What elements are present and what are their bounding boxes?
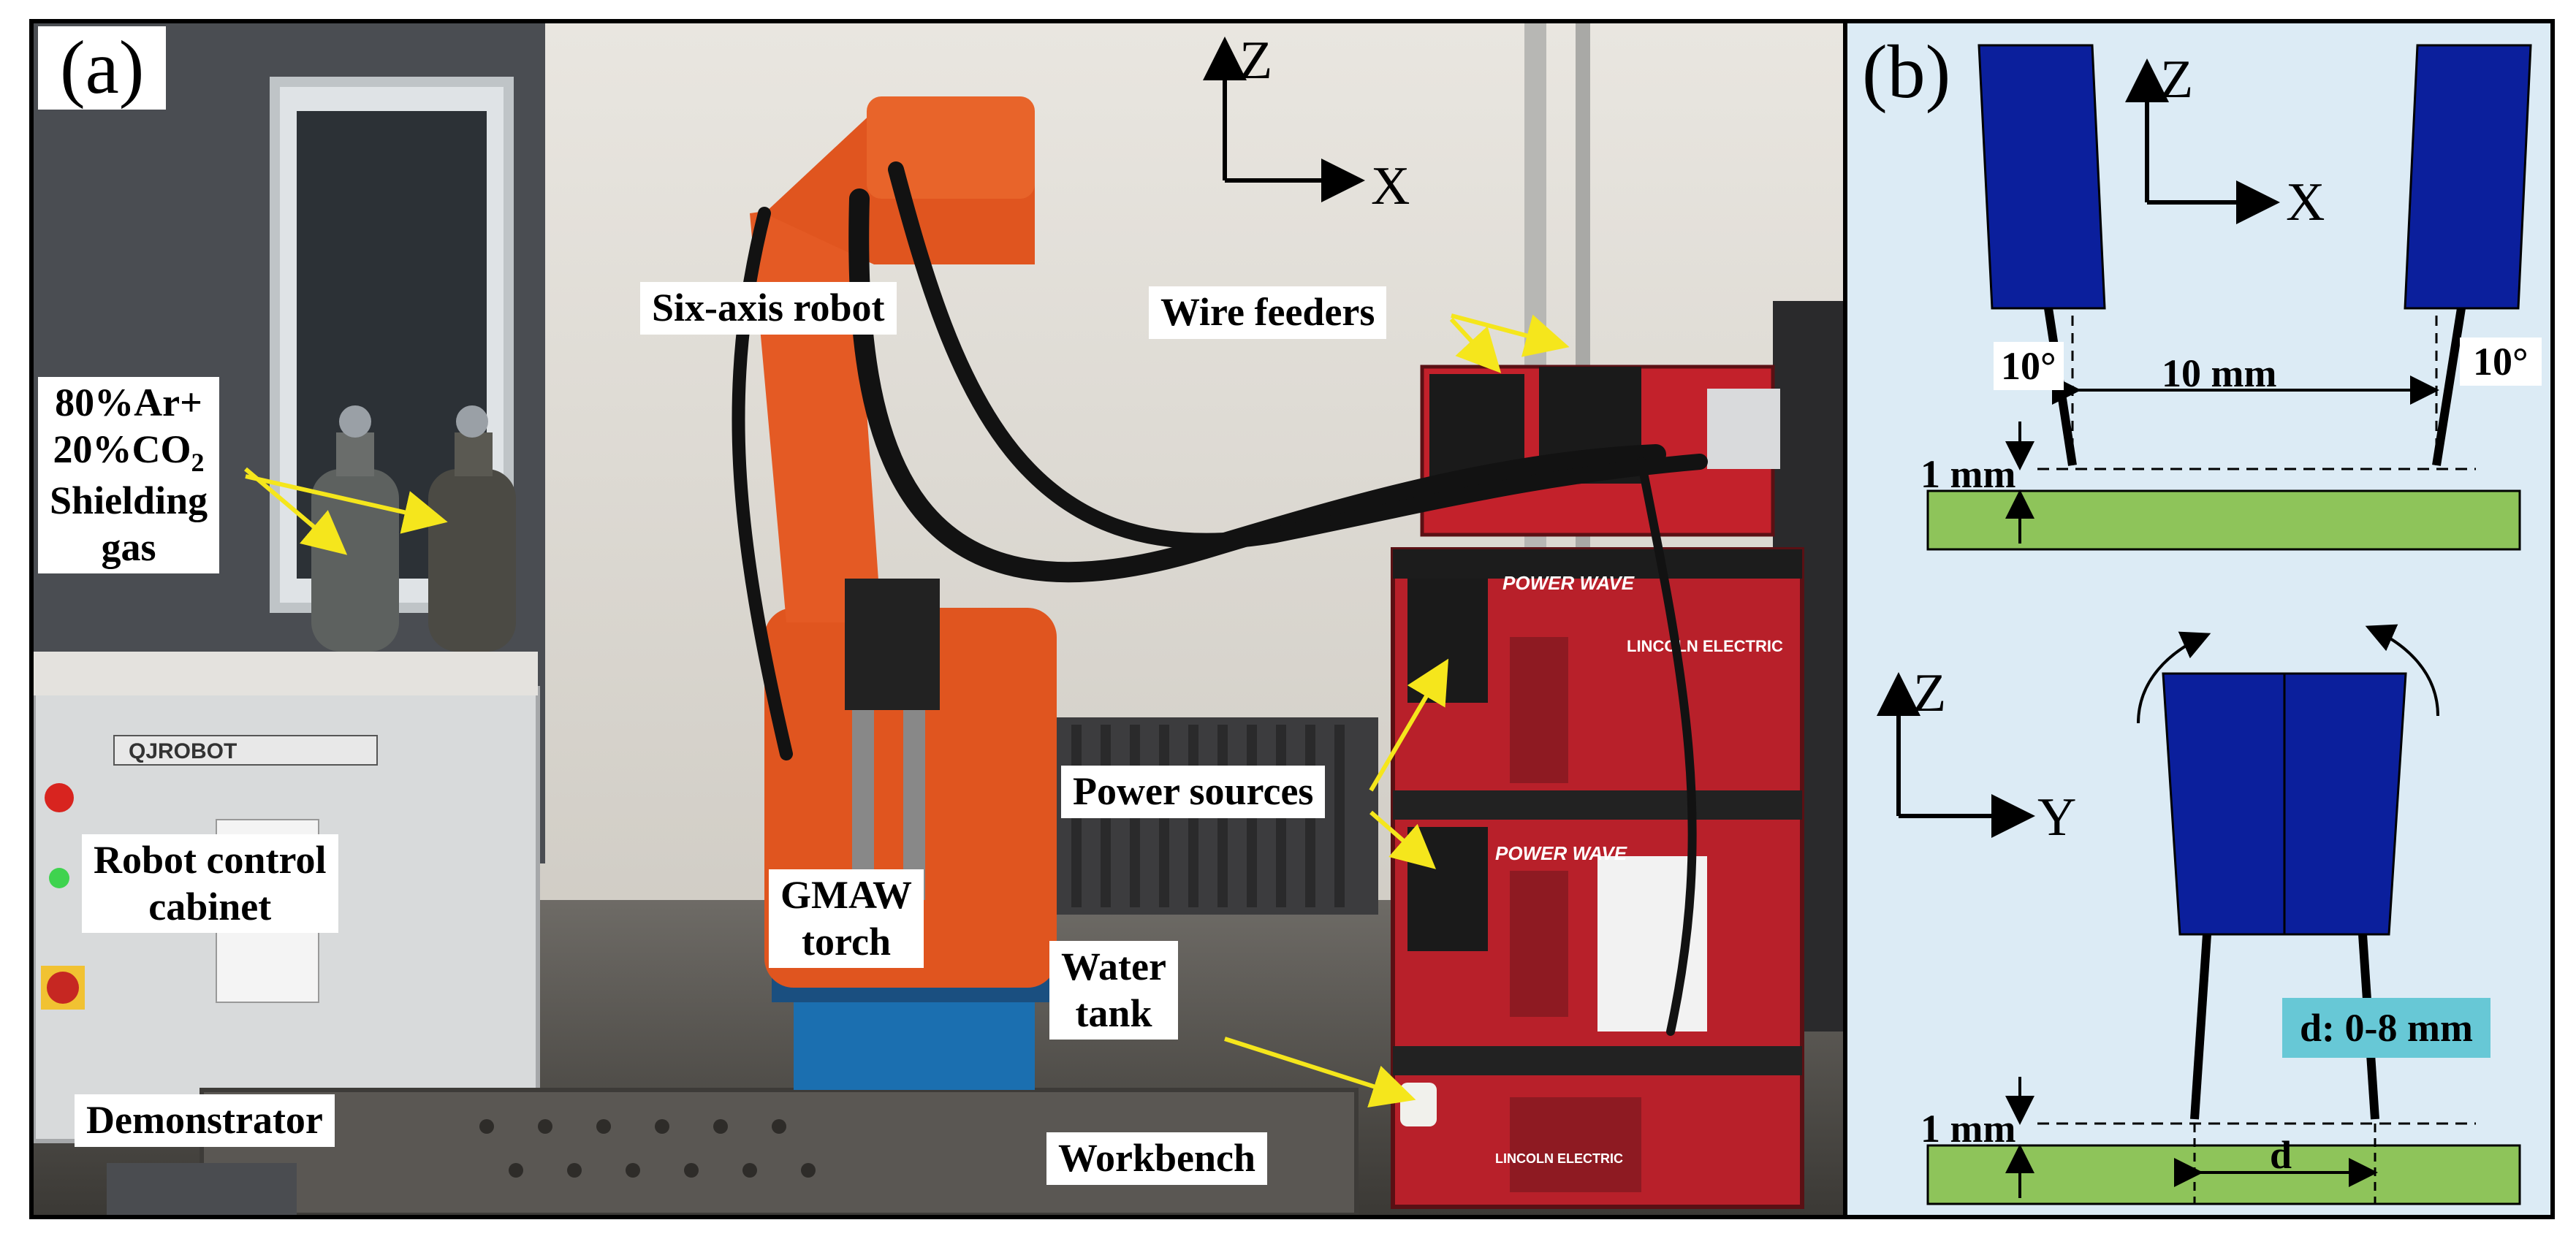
gas-line-1: 80%Ar+: [55, 381, 202, 424]
side-axis-z-label: Z: [1913, 663, 1947, 723]
gas-line-2: 20%CO2: [50, 427, 208, 478]
plate-top: [1926, 489, 2521, 551]
water-tank: [1400, 1083, 1437, 1126]
plate-bottom: [1926, 1144, 2521, 1205]
cabinet-line-1: Robot control: [94, 838, 327, 882]
angle-left-label: 10°: [1994, 342, 2064, 390]
lincoln-top-text: LINCOLN ELECTRIC: [1627, 637, 1783, 655]
photo-axis-arrows: [1203, 37, 1365, 202]
cabinet-label: Robot control cabinet: [82, 834, 338, 934]
range-badge: d: 0-8 mm: [2282, 998, 2490, 1058]
workbench-label: Workbench: [1046, 1132, 1268, 1185]
spacing-label: 10 mm: [2162, 351, 2277, 395]
robot-label: Six-axis robot: [640, 282, 897, 335]
wire-feeders: [1420, 365, 1780, 537]
left-wire-side: [2190, 934, 2211, 1120]
top-axis-x-label: X: [2286, 172, 2325, 232]
water-line-1: Water: [1061, 945, 1166, 988]
distance-label: d: [2270, 1133, 2292, 1177]
photo-axis-z: Z: [1239, 31, 1273, 91]
cabinet-brand-text: QJROBOT: [129, 739, 237, 763]
torch-line-1: GMAW: [780, 873, 912, 917]
angle-right-label: 10°: [2460, 338, 2542, 386]
wire-feeders-label: Wire feeders: [1149, 286, 1387, 339]
power-source-stack: POWER WAVE POWER WAVE LINCOLN ELECTRIC L…: [1391, 547, 1804, 1209]
workshop-scene: QJROBOT: [34, 23, 1844, 1215]
torch-schematic: [1877, 44, 2532, 1205]
right-wire-top: [2432, 308, 2466, 466]
panel-a-tag: (a): [38, 26, 167, 110]
gap-bottom-label: 1 mm: [1920, 1107, 2016, 1151]
torch-label: GMAW torch: [769, 869, 924, 969]
top-axis-z-label: Z: [2160, 50, 2194, 110]
gas-line-4: gas: [101, 525, 156, 569]
power-wave-mid-text: POWER WAVE: [1495, 842, 1627, 864]
lincoln-bottom-text: LINCOLN ELECTRIC: [1495, 1151, 1623, 1166]
water-line-2: tank: [1075, 991, 1152, 1035]
side-axis-y-label: Y: [2037, 788, 2077, 847]
demonstrator-label: Demonstrator: [75, 1094, 335, 1147]
rotate-arrow-right: [2365, 624, 2439, 717]
gas-line-2-prefix: 20%CO: [53, 427, 191, 471]
torch-line-2: torch: [802, 919, 891, 964]
photo-axis-x: X: [1371, 156, 1410, 216]
panel-b-tag: (b): [1862, 30, 1951, 114]
water-tank-label: Water tank: [1049, 941, 1178, 1040]
demonstrator-pendant: [107, 1163, 297, 1215]
callout-arrows: [244, 313, 1570, 1107]
right-torch-side: [2283, 672, 2407, 936]
left-torch-top: [1977, 44, 2106, 310]
gas-line-3: Shielding: [50, 478, 208, 522]
right-torch-top: [2404, 44, 2532, 310]
power-wave-top-text: POWER WAVE: [1502, 572, 1635, 594]
gas-line-2-sub: 2: [191, 447, 205, 477]
left-torch-side: [2162, 672, 2286, 936]
shielding-gas-label: 80%Ar+ 20%CO2 Shielding gas: [38, 377, 220, 574]
cabinet-line-2: cabinet: [148, 884, 272, 928]
power-sources-label: Power sources: [1061, 766, 1326, 818]
panel-a-photo: QJROBOT: [29, 19, 1849, 1219]
rotate-arrow-left: [2137, 631, 2211, 724]
gap-top-label: 1 mm: [1920, 452, 2016, 496]
panel-b-schematic: (b) Z X Z Y 10° 10° 10 mm 1 mm 1 mm d d:…: [1843, 19, 2555, 1219]
